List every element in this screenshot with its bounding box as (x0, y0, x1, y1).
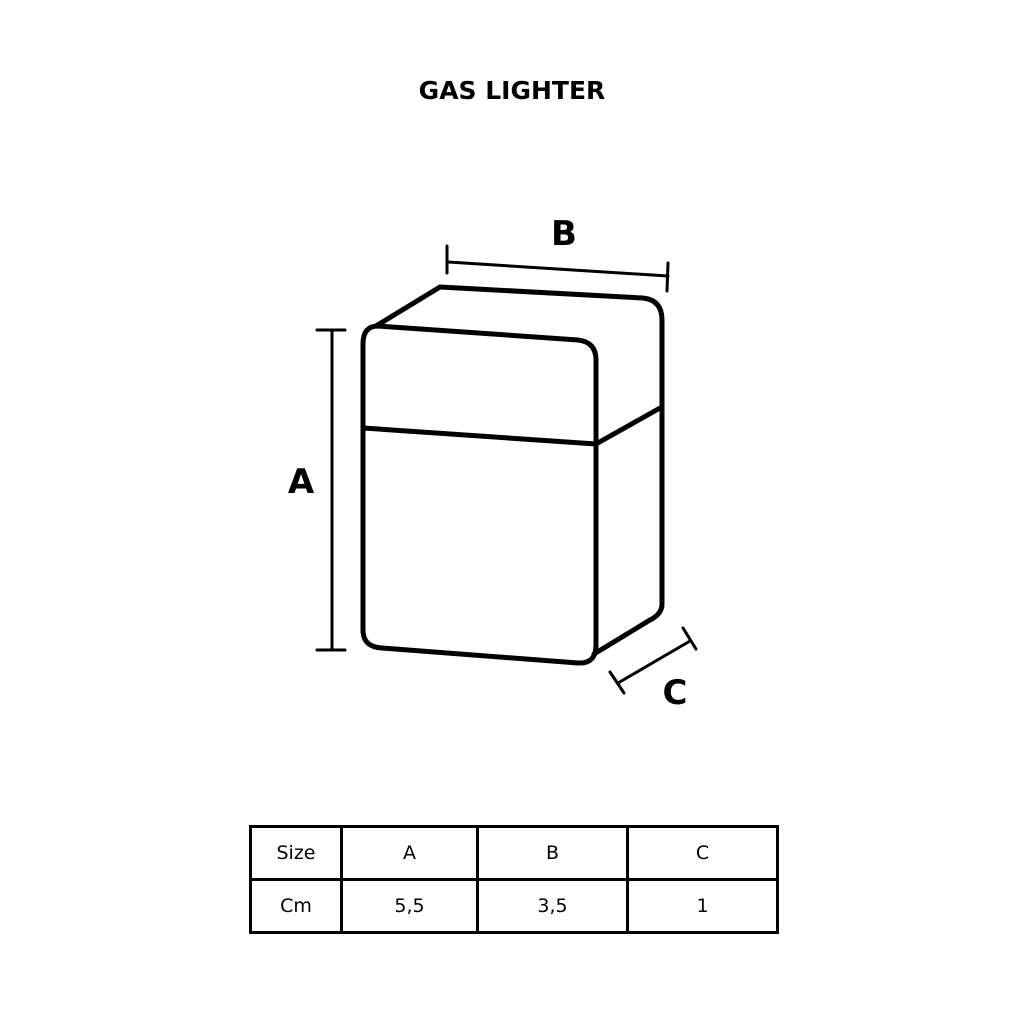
table-cell: 1 (626, 878, 779, 934)
front-face (360, 323, 599, 666)
table-cell: Cm (249, 878, 343, 934)
dimension-c (608, 626, 698, 695)
header-cell: A (340, 825, 479, 881)
top-face (373, 284, 665, 657)
size-table: Size A B C Cm 5,5 3,5 1 (249, 825, 779, 934)
band-line (360, 405, 663, 447)
table-row: Cm 5,5 3,5 1 (249, 878, 779, 934)
header-cell: C (626, 825, 779, 881)
dimension-label-a: A (287, 462, 315, 502)
dimension-b (445, 244, 670, 293)
diagram-title: GAS LIGHTER (418, 76, 606, 105)
header-cell: Size (249, 825, 343, 881)
header-cell: B (476, 825, 629, 881)
lighter-body (360, 284, 665, 666)
dimension-a (315, 328, 347, 652)
table-header-row: Size A B C (249, 825, 779, 881)
table-cell: 3,5 (476, 878, 629, 934)
dimension-label-c: C (662, 673, 688, 713)
table-cell: 5,5 (340, 878, 479, 934)
dimension-label-b: B (551, 214, 577, 254)
